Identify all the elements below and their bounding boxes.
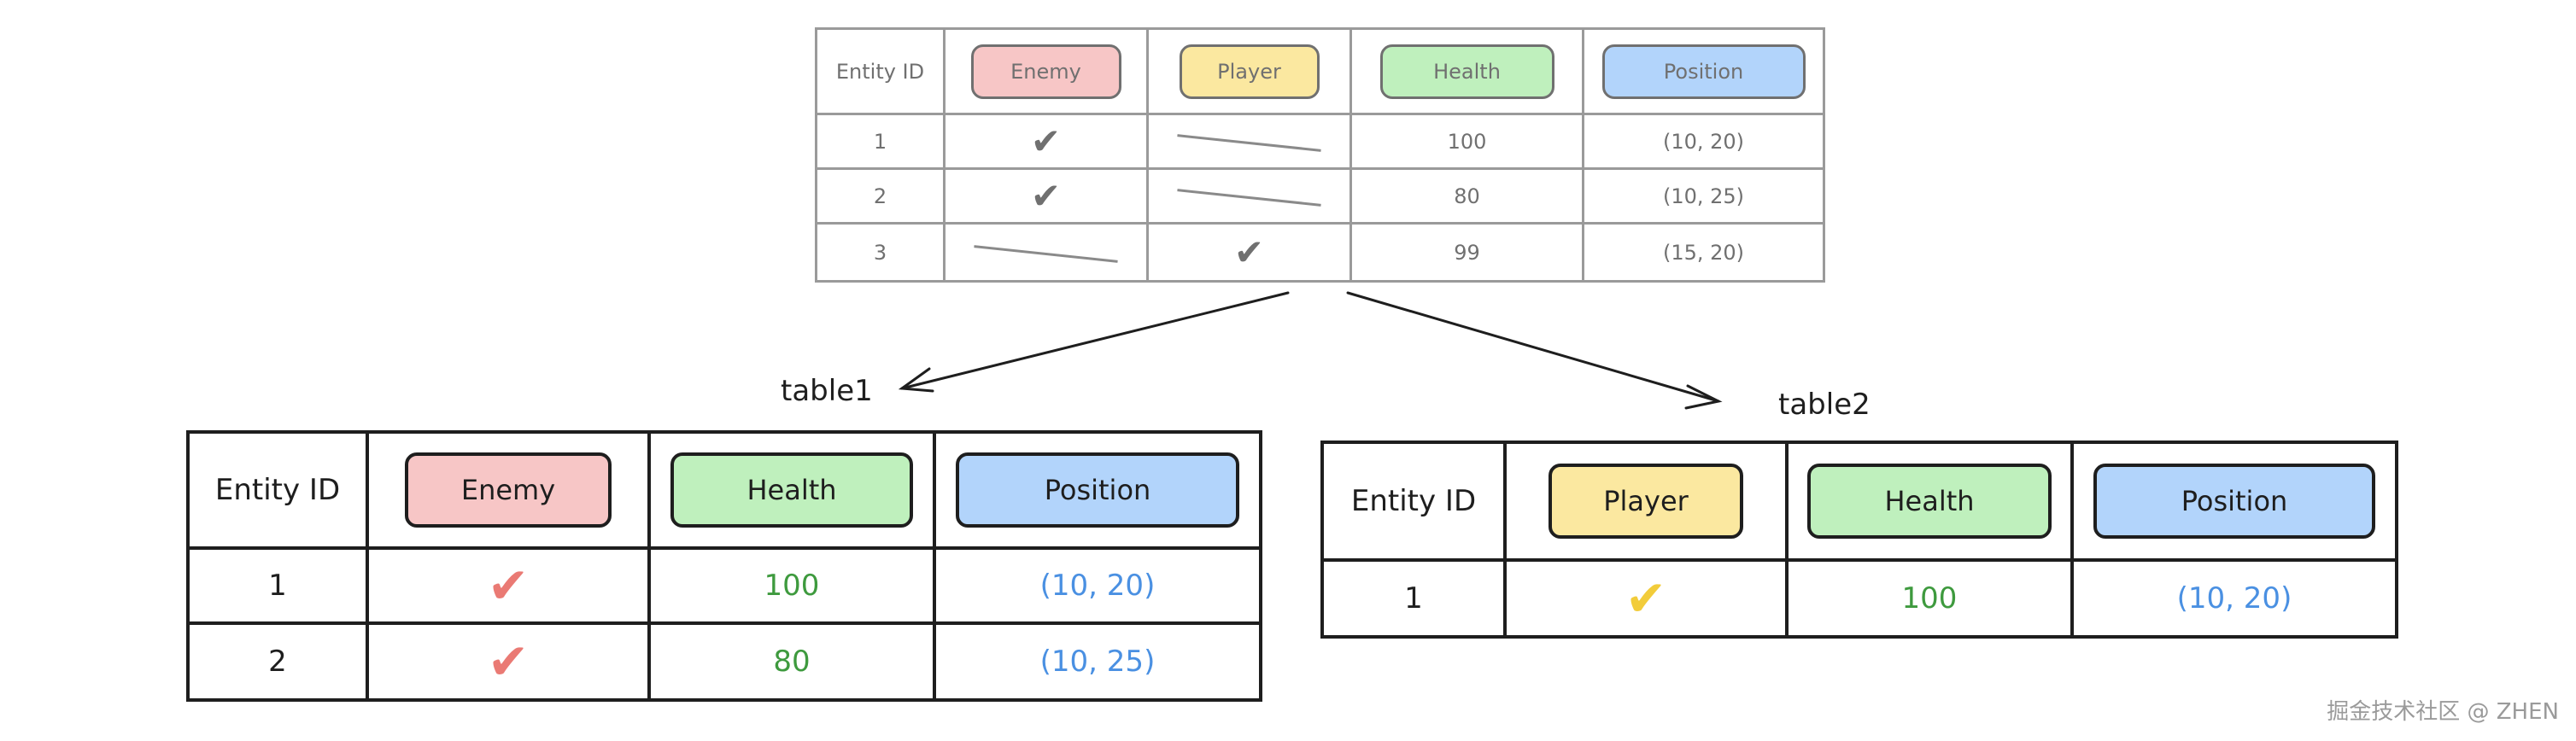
source-table: Entity ID Enemy Player Health Position 1… (815, 27, 1825, 283)
row2-player-empty (1146, 167, 1352, 225)
table1-row2-health: 80 (647, 621, 936, 702)
table2: Entity ID Player Health Position 1 ✔ 100… (1320, 441, 2398, 639)
row3-player-check-icon: ✔ (1233, 231, 1265, 273)
table1-header-entity-id: Entity ID (186, 430, 369, 550)
arrow-to-table2 (1346, 291, 1720, 403)
table1-row2-position: (10, 25) (933, 621, 1262, 702)
table2-row1-health: 100 (1785, 558, 2074, 639)
arrow-head-table2 (1684, 384, 1723, 410)
table1-row2-id: 2 (186, 621, 369, 702)
table1-row1-health: 100 (647, 546, 936, 625)
player-header-pill: Player (1179, 44, 1320, 99)
table2-row1-check-icon: ✔ (1625, 569, 1667, 627)
table1-label: table1 (781, 374, 873, 408)
table1-enemy-pill: Enemy (405, 452, 612, 528)
row1-id: 1 (815, 113, 946, 170)
row2-health: 80 (1349, 167, 1584, 225)
table2-label: table2 (1778, 388, 1871, 422)
row3-enemy-empty (943, 222, 1149, 283)
table2-player-pill: Player (1549, 464, 1743, 539)
row2-enemy-check-icon: ✔ (1030, 175, 1062, 217)
table2-health-pill: Health (1807, 464, 2052, 539)
table1-row1-id: 1 (186, 546, 369, 625)
table1-health-pill: Health (670, 452, 913, 528)
position-header-pill: Position (1601, 44, 1806, 99)
header-entity-id: Entity ID (815, 27, 946, 115)
health-header-pill: Health (1379, 44, 1554, 99)
row3-id: 3 (815, 222, 946, 283)
table2-header-entity-id: Entity ID (1320, 441, 1507, 562)
table1-row1-check-icon: ✔ (487, 557, 530, 615)
table1-row1-position: (10, 20) (933, 546, 1262, 625)
table1-position-pill: Position (956, 452, 1239, 528)
row1-position: (10, 20) (1582, 113, 1825, 170)
row2-position: (10, 25) (1582, 167, 1825, 225)
row1-player-empty (1146, 113, 1352, 170)
arrow-to-table1 (900, 291, 1290, 390)
row3-position: (15, 20) (1582, 222, 1825, 283)
enemy-header-pill: Enemy (970, 44, 1121, 99)
table2-row1-position: (10, 20) (2070, 558, 2398, 639)
table2-row1-id: 1 (1320, 558, 1507, 639)
row2-id: 2 (815, 167, 946, 225)
table2-position-pill: Position (2093, 464, 2375, 539)
table1: Entity ID Enemy Health Position 1 ✔ 100 … (186, 430, 1262, 702)
row1-enemy-check-icon: ✔ (1030, 120, 1062, 162)
watermark: 掘金技术社区 @ ZHEN (2327, 699, 2559, 725)
arrow-head-table1 (898, 367, 934, 393)
row1-health: 100 (1349, 113, 1584, 170)
row3-health: 99 (1349, 222, 1584, 283)
table1-row2-check-icon: ✔ (487, 633, 530, 691)
